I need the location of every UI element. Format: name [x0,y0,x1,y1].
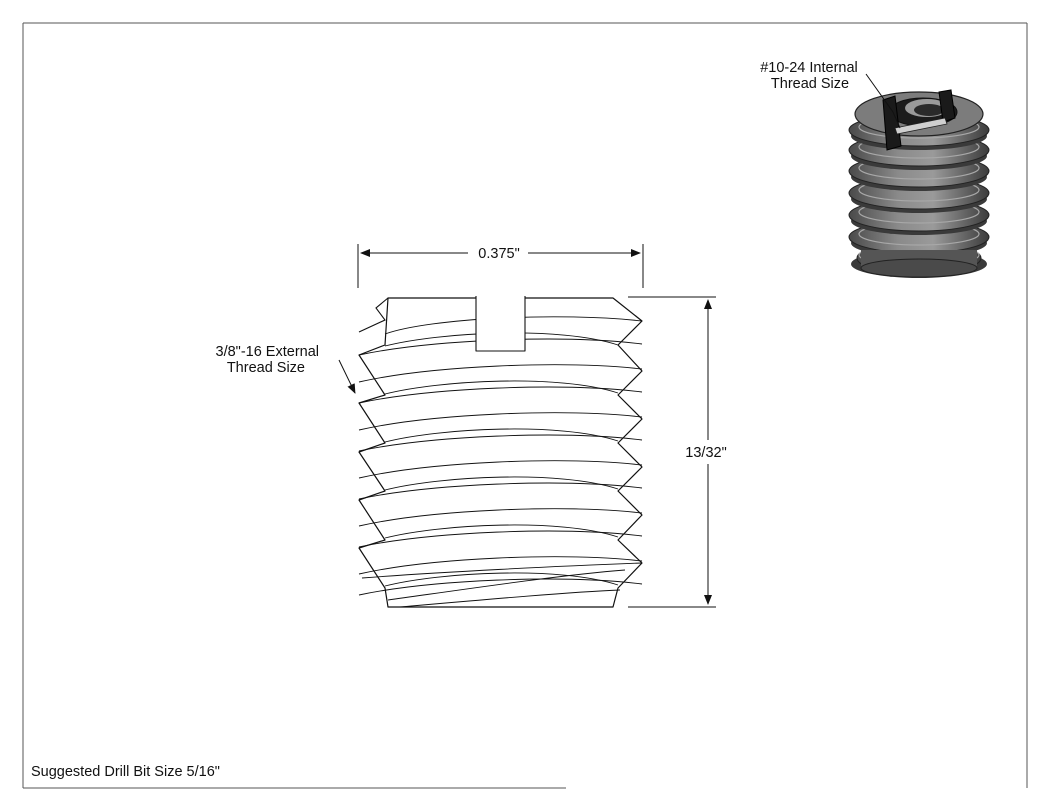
external-thread-callout: 3/8"-16 External Thread Size [216,344,356,394]
internal-thread-label-line1: #10-24 Internal [760,60,858,76]
top-crest [358,297,389,333]
height-dimension-label: 13/32" [685,445,726,461]
thread-crest [358,364,643,404]
thread-crest [358,412,643,452]
width-dimension: 0.375" [357,244,644,288]
height-dimension: 13/32" [628,296,727,608]
thread-crest [358,508,643,548]
drawing-frame [22,22,1028,789]
external-thread-label-line1: 3/8"-16 External [216,344,319,360]
width-dimension-label: 0.375" [478,246,519,262]
external-thread-label-line2: Thread Size [227,360,305,376]
thread-crest [358,460,643,500]
internal-thread-label-line2: Thread Size [771,76,849,92]
internal-thread-callout: #10-24 Internal Thread Size [760,60,901,129]
thread-crest [358,556,643,596]
threaded-insert-isometric-view [848,89,990,278]
slot [475,296,526,352]
drill-bit-note: Suggested Drill Bit Size 5/16" [31,764,220,780]
